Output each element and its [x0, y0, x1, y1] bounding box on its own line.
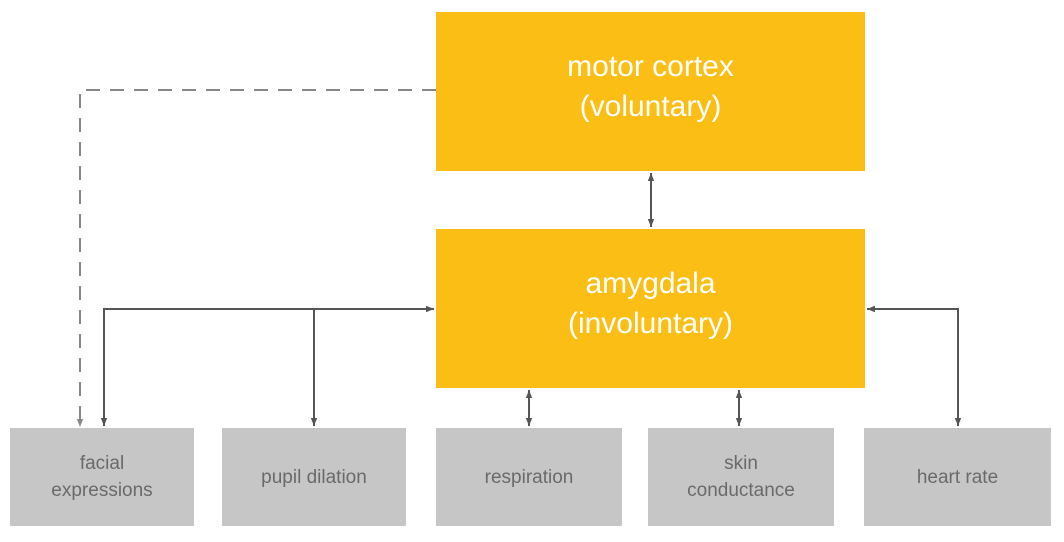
heart-rate-label: heart rate — [916, 466, 999, 488]
facial-expressions-box: facial expressions — [10, 428, 194, 526]
respiration-label: respiration — [484, 466, 574, 488]
skin-conductance-label-line2: conductance — [687, 480, 795, 501]
edge-amygdala-heart-rate — [867, 305, 962, 426]
skin-conductance-label-line1: skin — [724, 453, 758, 474]
heart-rate-box: heart rate — [864, 428, 1051, 526]
skin-conductance-box: skin conductance — [648, 428, 834, 526]
amygdala-box: amygdala (involuntary) — [436, 229, 865, 388]
amygdala-label: amygdala — [585, 266, 716, 300]
amygdala-sublabel: (involuntary) — [567, 306, 734, 340]
facial-expressions-label-line1: facial — [79, 453, 125, 474]
motor-cortex-label: motor cortex — [567, 49, 734, 83]
motor-cortex-sublabel: (voluntary) — [579, 89, 722, 123]
pupil-dilation-box: pupil dilation — [222, 428, 406, 526]
respiration-box: respiration — [436, 428, 622, 526]
edge-amygdala-facial-expressions — [100, 305, 434, 426]
edge-motor-cortex-to-facial-expressions — [76, 89, 436, 427]
motor-cortex-box: motor cortex (voluntary) — [436, 12, 865, 171]
pupil-dilation-label: pupil dilation — [261, 466, 367, 488]
facial-expressions-label-line2: expressions — [51, 480, 153, 501]
